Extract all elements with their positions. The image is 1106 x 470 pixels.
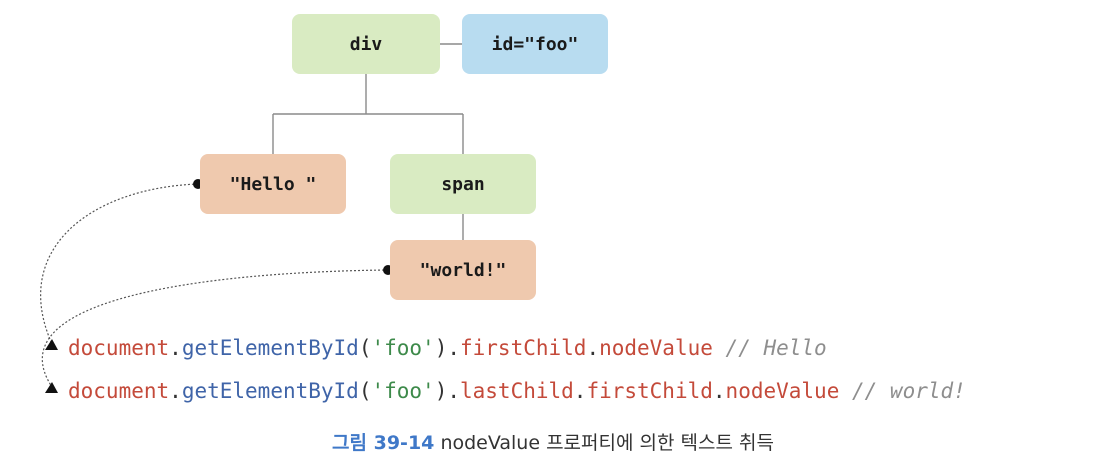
text-node-hello: "Hello ": [200, 154, 346, 214]
code-comment: // Hello: [725, 336, 827, 360]
code-argument: 'foo': [371, 336, 435, 360]
code-object: document: [68, 379, 170, 403]
pointer-world-to-line2: [41, 269, 389, 388]
figure-caption: 그림 39-14 nodeValue 프로퍼티에 의한 텍스트 취득: [0, 428, 1106, 455]
code-property: nodeValue: [725, 379, 840, 403]
figure-caption-text: nodeValue 프로퍼티에 의한 텍스트 취득: [440, 432, 774, 454]
element-node-span: span: [390, 154, 536, 214]
code-argument: 'foo': [371, 379, 435, 403]
arrowhead-line1: [45, 339, 58, 350]
pointer-hello-to-line1: [40, 183, 199, 345]
arrowhead-line2: [45, 382, 58, 393]
code-property: firstChild: [460, 336, 587, 360]
figure-number: 그림 39-14: [332, 432, 435, 454]
code-property: firstChild: [586, 379, 713, 403]
code-comment: // world!: [852, 379, 966, 403]
code-line-2: document.getElementById('foo').lastChild…: [68, 379, 966, 403]
code-property: nodeValue: [599, 336, 713, 360]
code-property: lastChild: [460, 379, 574, 403]
code-line-1: document.getElementById('foo').firstChil…: [68, 336, 827, 360]
attribute-node-id: id="foo": [462, 14, 608, 74]
element-node-div: div: [292, 14, 440, 74]
code-method: getElementById: [181, 379, 359, 403]
code-method: getElementById: [181, 336, 359, 360]
text-node-world: "world!": [390, 240, 536, 300]
code-object: document: [68, 336, 170, 360]
